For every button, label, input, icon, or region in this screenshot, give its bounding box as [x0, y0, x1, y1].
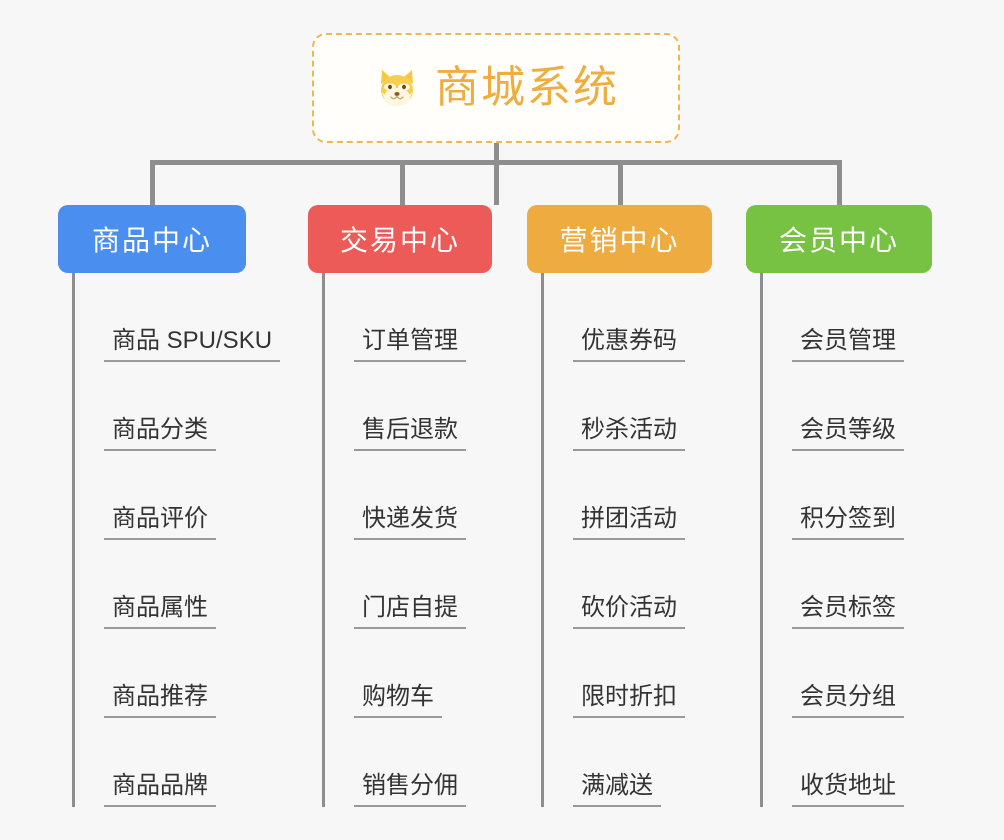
leaf-label: 售后退款 — [354, 416, 466, 451]
leaf-label: 会员管理 — [792, 327, 904, 362]
leaf-item[interactable]: 商品推荐 — [72, 629, 298, 718]
leaf-label: 订单管理 — [354, 327, 466, 362]
leaf-label: 商品属性 — [104, 594, 216, 629]
category-box-marketing-center[interactable]: 营销中心 — [527, 205, 712, 273]
branch-spine — [541, 273, 544, 807]
leaf-item[interactable]: 会员标签 — [760, 540, 976, 629]
connector-drop-4 — [837, 160, 842, 205]
leaf-list: 会员管理 会员等级 积分签到 会员标签 会员分组 收货地址 — [746, 273, 976, 807]
category-label: 营销中心 — [559, 225, 680, 256]
leaf-item[interactable]: 收货地址 — [760, 718, 976, 807]
branch-product-center: 商品中心 商品 SPU/SKU 商品分类 商品评价 商品属性 商品推荐 商品品牌 — [58, 205, 298, 807]
leaf-item[interactable]: 满减送 — [541, 718, 757, 807]
leaf-list: 优惠券码 秒杀活动 拼团活动 砍价活动 限时折扣 满减送 — [527, 273, 757, 807]
shiba-inu-dog-icon — [373, 64, 421, 112]
leaf-item[interactable]: 商品分类 — [72, 362, 298, 451]
leaf-label: 砍价活动 — [573, 594, 685, 629]
leaf-label: 商品品牌 — [104, 772, 216, 807]
leaf-label: 销售分佣 — [354, 772, 466, 807]
leaf-item[interactable]: 快递发货 — [322, 451, 548, 540]
leaf-item[interactable]: 商品评价 — [72, 451, 298, 540]
leaf-label: 会员分组 — [792, 683, 904, 718]
leaf-item[interactable]: 商品品牌 — [72, 718, 298, 807]
leaf-label: 秒杀活动 — [573, 416, 685, 451]
leaf-item[interactable]: 会员管理 — [760, 273, 976, 362]
leaf-label: 收货地址 — [792, 772, 904, 807]
leaf-item[interactable]: 购物车 — [322, 629, 548, 718]
leaf-label: 快递发货 — [354, 505, 466, 540]
category-box-member-center[interactable]: 会员中心 — [746, 205, 932, 273]
leaf-label: 优惠券码 — [573, 327, 685, 362]
leaf-label: 限时折扣 — [573, 683, 685, 718]
leaf-item[interactable]: 砍价活动 — [541, 540, 757, 629]
category-box-product-center[interactable]: 商品中心 — [58, 205, 246, 273]
leaf-item[interactable]: 会员等级 — [760, 362, 976, 451]
leaf-label: 会员等级 — [792, 416, 904, 451]
leaf-item[interactable]: 销售分佣 — [322, 718, 548, 807]
leaf-label: 购物车 — [354, 683, 442, 718]
branch-spine — [760, 273, 763, 807]
branch-spine — [322, 273, 325, 807]
leaf-item[interactable]: 订单管理 — [322, 273, 548, 362]
leaf-item[interactable]: 优惠券码 — [541, 273, 757, 362]
branch-member-center: 会员中心 会员管理 会员等级 积分签到 会员标签 会员分组 收货地址 — [746, 205, 976, 807]
leaf-label: 商品 SPU/SKU — [104, 327, 281, 362]
leaf-item[interactable]: 售后退款 — [322, 362, 548, 451]
leaf-item[interactable]: 商品 SPU/SKU — [72, 273, 298, 362]
category-label: 商品中心 — [91, 225, 212, 256]
leaf-item[interactable]: 会员分组 — [760, 629, 976, 718]
category-box-trade-center[interactable]: 交易中心 — [308, 205, 492, 273]
connector-root-stem — [494, 143, 499, 205]
leaf-label: 商品评价 — [104, 505, 216, 540]
connector-horizontal-bus — [150, 160, 842, 165]
leaf-list: 订单管理 售后退款 快递发货 门店自提 购物车 销售分佣 — [308, 273, 548, 807]
leaf-list: 商品 SPU/SKU 商品分类 商品评价 商品属性 商品推荐 商品品牌 — [58, 273, 298, 807]
branch-spine — [72, 273, 75, 807]
leaf-label: 拼团活动 — [573, 505, 685, 540]
leaf-label: 商品分类 — [104, 416, 216, 451]
leaf-label: 门店自提 — [354, 594, 466, 629]
connector-drop-3 — [618, 160, 623, 205]
branch-trade-center: 交易中心 订单管理 售后退款 快递发货 门店自提 购物车 销售分佣 — [308, 205, 548, 807]
leaf-item[interactable]: 拼团活动 — [541, 451, 757, 540]
root-title: 商城系统 — [435, 63, 619, 112]
leaf-label: 会员标签 — [792, 594, 904, 629]
category-label: 交易中心 — [339, 225, 460, 256]
category-label: 会员中心 — [778, 225, 899, 256]
connector-drop-1 — [150, 160, 155, 205]
branch-marketing-center: 营销中心 优惠券码 秒杀活动 拼团活动 砍价活动 限时折扣 满减送 — [527, 205, 757, 807]
leaf-label: 积分签到 — [792, 505, 904, 540]
leaf-item[interactable]: 限时折扣 — [541, 629, 757, 718]
leaf-label: 商品推荐 — [104, 683, 216, 718]
leaf-item[interactable]: 商品属性 — [72, 540, 298, 629]
root-node[interactable]: 商城系统 — [312, 33, 680, 143]
connector-drop-2 — [400, 160, 405, 205]
leaf-label: 满减送 — [573, 772, 661, 807]
leaf-item[interactable]: 积分签到 — [760, 451, 976, 540]
leaf-item[interactable]: 门店自提 — [322, 540, 548, 629]
leaf-item[interactable]: 秒杀活动 — [541, 362, 757, 451]
